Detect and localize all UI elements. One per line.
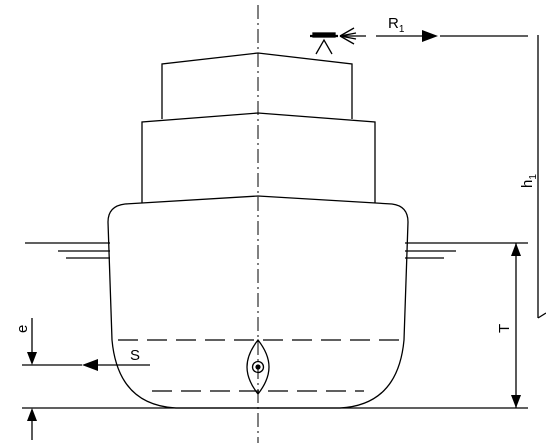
dimension-h1-tick (537, 312, 546, 319)
dimension-T-arrow-bottom (511, 395, 521, 408)
superstructure-upper (161, 52, 353, 119)
mast-support (315, 38, 333, 55)
dimension-T-arrow-top (511, 243, 521, 256)
wind-force-arrowhead (422, 30, 438, 42)
dimension-e-arrow-top (27, 352, 37, 365)
propeller-hub-ring (251, 360, 265, 374)
drift-force-arrowhead (82, 359, 98, 371)
drift-force-label: S (130, 347, 140, 364)
wind-force-label: R1 (388, 15, 405, 35)
emission-line-4 (339, 35, 355, 45)
propeller-hub (255, 364, 261, 370)
eccentricity-label: e (14, 325, 31, 333)
mast-head (312, 32, 336, 38)
propeller-blades (246, 338, 270, 396)
wind-height-label: h1 (519, 174, 539, 188)
emission-line-1 (339, 27, 355, 37)
dimension-e-arrow-bottom (27, 408, 37, 421)
draught-label: T (496, 324, 513, 333)
